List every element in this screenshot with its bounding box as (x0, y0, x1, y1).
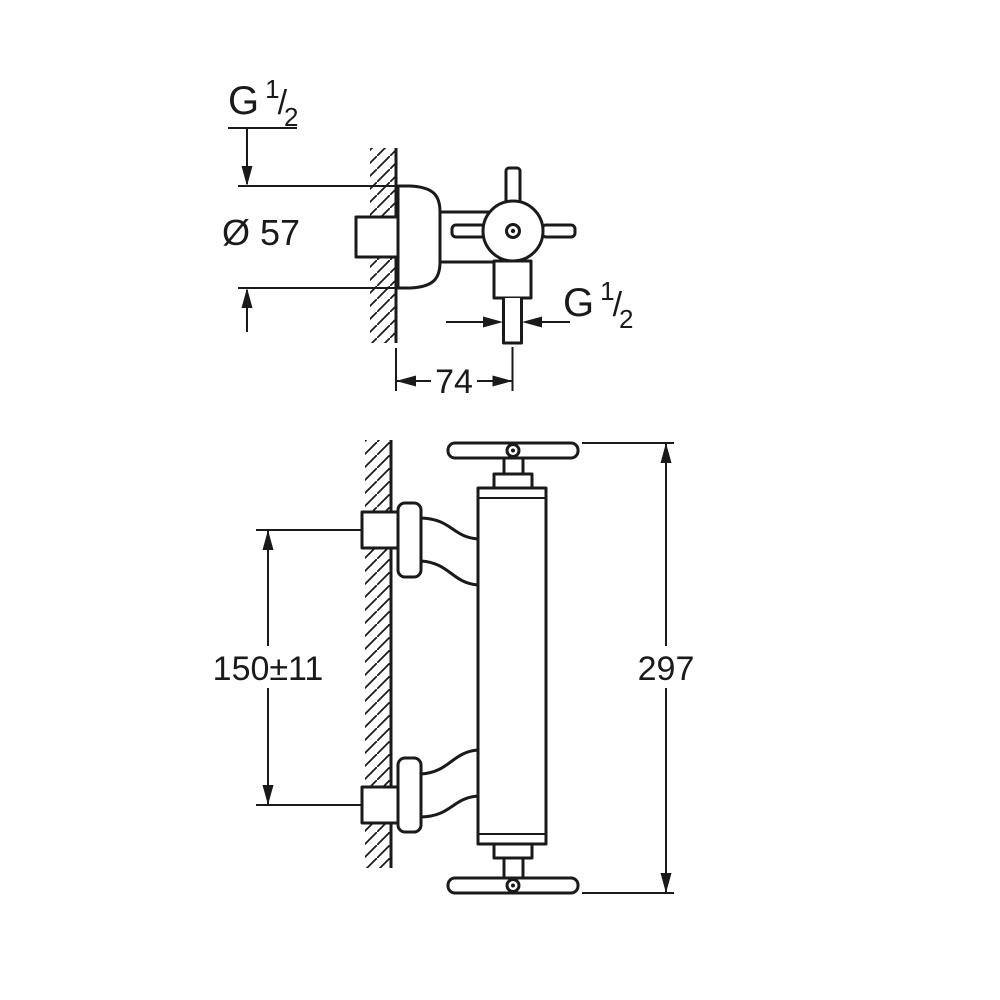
handle-collar-bottom (492, 842, 534, 860)
extension-lines-74 (395, 347, 514, 391)
handle-stem-top (502, 456, 525, 476)
label-backing-150 (200, 646, 336, 688)
extension-lines-297 (582, 442, 674, 894)
handle-spoke-left (450, 223, 487, 239)
label-wall-to-outlet: 74 (435, 363, 473, 401)
label-escutcheon-diameter: Ø 57 (222, 212, 300, 253)
arrowhead-down (241, 166, 253, 186)
label-backing-74 (431, 362, 477, 400)
handle-spoke-right (540, 223, 577, 239)
dimension-connection-spacing: 150±11 (200, 529, 362, 806)
front-view (360, 440, 580, 895)
mixer-body (476, 486, 548, 846)
inlet-flange-top (396, 501, 423, 579)
shower-outlet-pipe (502, 298, 523, 345)
supply-union-nut (354, 215, 400, 259)
label-backing-297 (632, 646, 700, 688)
leader-line-inlet-thread (228, 127, 297, 184)
escutcheon (396, 184, 442, 290)
top-view (354, 148, 577, 345)
arrowhead-up (241, 288, 253, 308)
union-neck-top (420, 516, 479, 587)
body-cap-seams (478, 497, 546, 835)
inlet-flange-bottom (396, 756, 423, 834)
dimension-escutcheon-diameter: Ø 57 (222, 185, 398, 332)
handle-stem-bottom (502, 856, 525, 880)
handle-hub-dot (510, 228, 516, 234)
handle-hub-dot-top (511, 448, 515, 453)
valve-bonnet (492, 259, 533, 300)
extension-lines-diameter (238, 185, 398, 289)
dimension-overall-height: 297 (582, 442, 700, 894)
dimension-wall-to-outlet: 74 (395, 347, 514, 401)
arrowheads-outlet (483, 316, 542, 328)
label-overall-height: 297 (638, 650, 695, 688)
union-neck-bottom (420, 748, 479, 819)
handle-hub-dot-bottom (511, 883, 515, 888)
inlet-nut-top (360, 510, 400, 550)
inlet-nut-bottom (360, 785, 400, 825)
label-connection-spacing: 150±11 (213, 650, 324, 688)
valve-body-lines (440, 210, 494, 264)
handle-collar-top (492, 472, 534, 490)
extension-lines-150 (256, 529, 362, 806)
